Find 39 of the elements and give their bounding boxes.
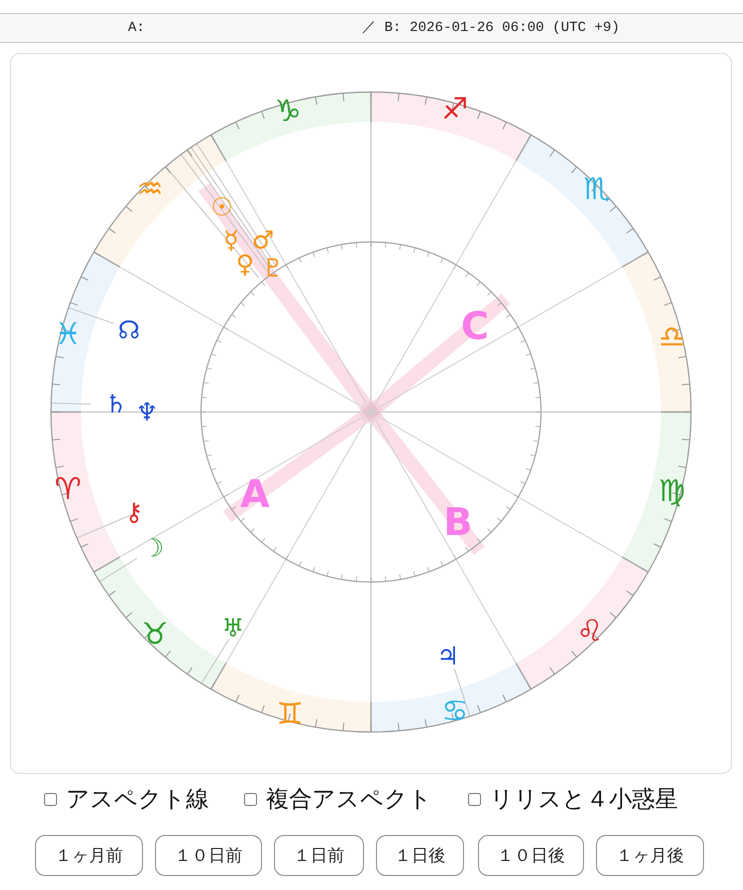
date-step-button: １ヶ月後 — [596, 835, 704, 876]
planet-glyph: ♂ — [252, 228, 274, 252]
planet-glyph: ☊ — [118, 318, 140, 342]
checkbox-label: リリスと４小惑星 — [490, 787, 678, 813]
date-bar — [0, 13, 743, 43]
planet-glyph: ♃ — [436, 644, 460, 668]
chart-point-letter: C — [461, 307, 489, 345]
zodiac-sign-glyph: ♐ — [442, 95, 468, 125]
date-step-button: １日後 — [376, 835, 464, 876]
zodiac-sign-glyph: ♏ — [584, 175, 610, 205]
date-text: ／ B: 2026-01-26 06:00 (UTC +9) — [362, 21, 620, 35]
zodiac-sign-glyph: ♍ — [658, 477, 686, 507]
planet-glyph: ♀ — [236, 252, 254, 276]
date-step-button: １０日前 — [155, 835, 262, 876]
planet-glyph: ♄ — [104, 392, 128, 416]
zodiac-sign-glyph: ♊ — [276, 700, 304, 730]
zodiac-sign-glyph: ♋ — [442, 697, 468, 727]
date-text: A: — [128, 21, 145, 35]
checkbox-label: アスペクト線 — [66, 787, 209, 813]
planet-glyph: ☿ — [223, 228, 239, 252]
planet-glyph: ♅ — [222, 616, 244, 640]
zodiac-sign-glyph: ♎ — [658, 323, 686, 353]
zodiac-sign-glyph: ♑ — [274, 97, 302, 127]
chart-point-letter: A — [240, 475, 270, 513]
zodiac-sign-glyph: ♓ — [54, 320, 82, 350]
date-step-button: １日前 — [274, 835, 364, 876]
date-step-button: １０日後 — [478, 835, 584, 876]
zodiac-sign-glyph: ♌ — [576, 617, 604, 647]
checkbox-label: 複合アスペクト — [266, 787, 432, 813]
planet-glyph: ♆ — [136, 400, 158, 424]
zodiac-sign-glyph: ♉ — [142, 620, 168, 650]
zodiac-sign-glyph: ♒ — [136, 175, 164, 205]
chart-point-letter: B — [444, 503, 472, 541]
zodiac-sign-glyph: ♈ — [54, 475, 82, 505]
planet-glyph: ☽ — [142, 536, 164, 560]
planet-glyph: ♇ — [262, 256, 284, 280]
planet-glyph: ☉ — [210, 194, 234, 220]
planet-glyph: ⚷ — [124, 500, 144, 524]
date-step-button: １ヶ月前 — [35, 835, 143, 876]
